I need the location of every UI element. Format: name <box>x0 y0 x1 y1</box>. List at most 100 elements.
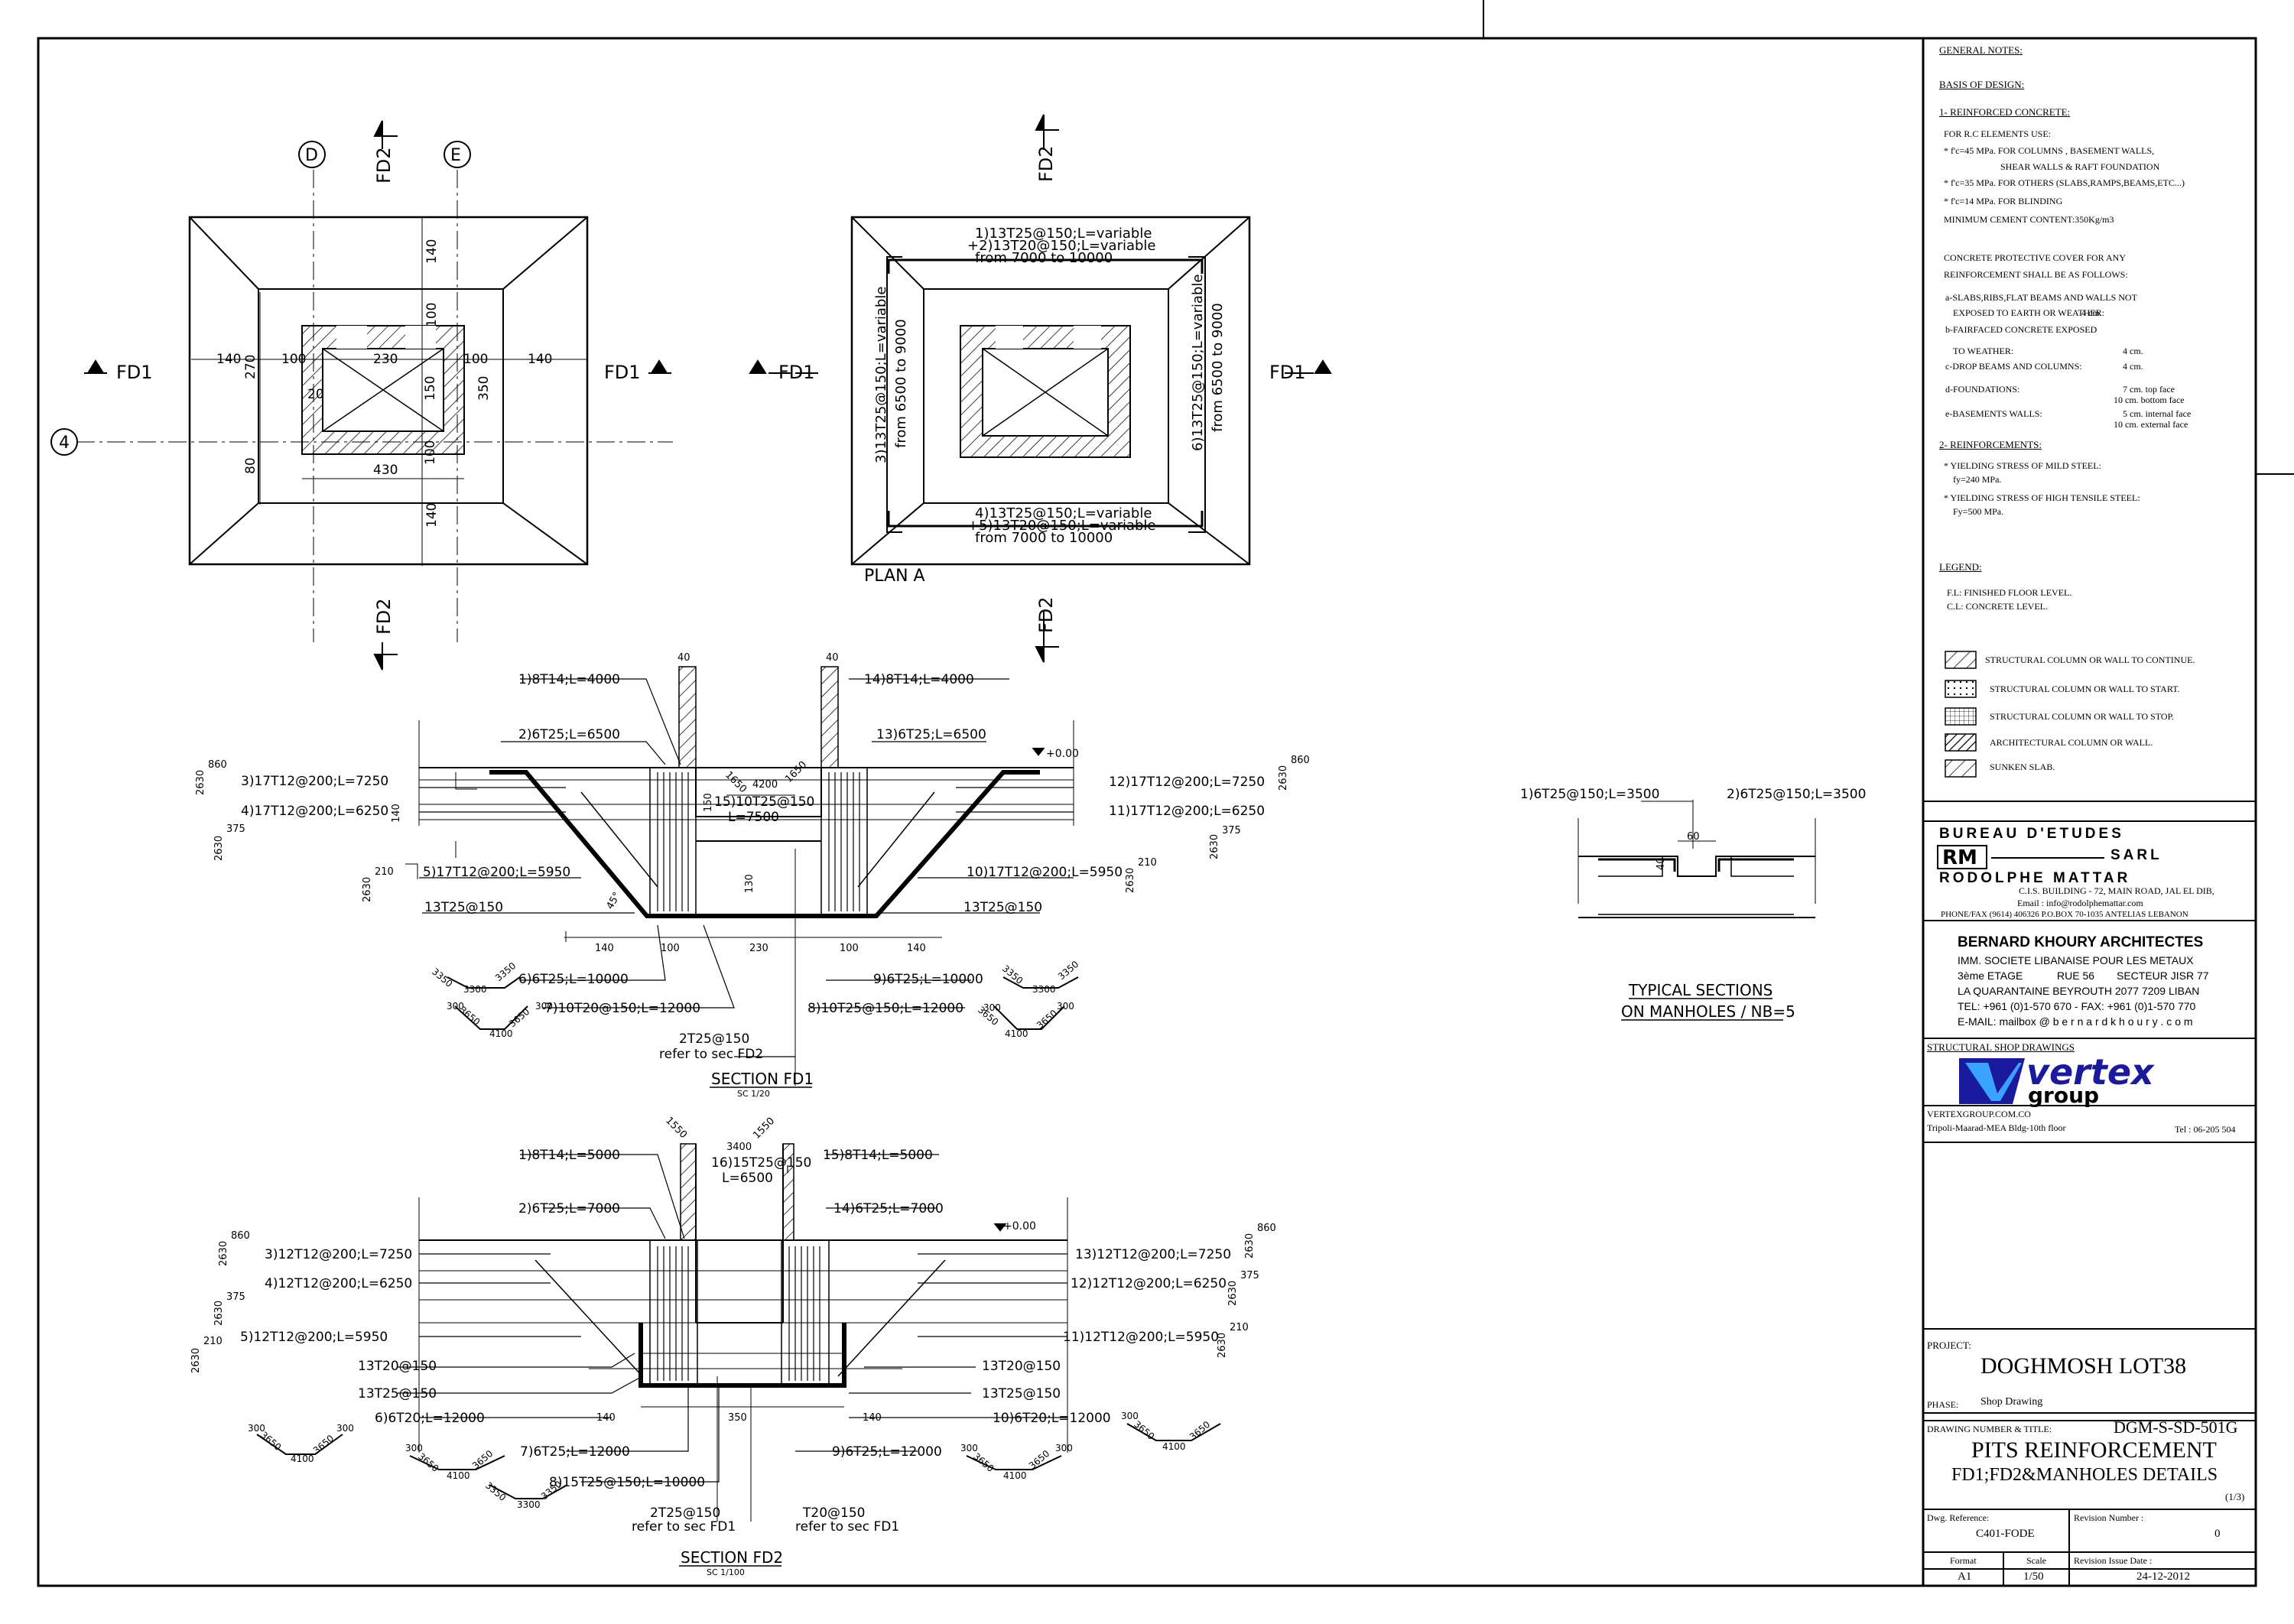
notes-reinf-line: Fy=500 MPa. <box>1953 506 2004 517</box>
cover-item-value: 7 cm. top face <box>2123 384 2175 395</box>
fd2-label-6: 6)6T20;L=12000 <box>375 1411 485 1426</box>
fd1-label-refer: refer to sec FD2 <box>659 1047 763 1062</box>
fd2-dim: 140 <box>596 1412 616 1424</box>
notes-cover-line: REINFORCEMENT SHALL BE AS FOLLOWS: <box>1944 269 2128 280</box>
fd1-label-7: 7)10T20@150;L=12000 <box>544 1001 700 1016</box>
notes-general-heading: GENERAL NOTES: <box>1939 44 2023 56</box>
fd2-label-15: 15)8T14;L=5000 <box>823 1148 933 1163</box>
legend-swatch-stop <box>1945 707 1977 726</box>
architect-line4: TEL: +961 (0)1-570 670 - FAX: +961 (0)1-… <box>1958 1000 2196 1012</box>
date-value: 24-12-2012 <box>2136 1570 2190 1583</box>
svg-text:RM: RM <box>1942 846 1977 869</box>
fd1-bend-dim: 4100 <box>489 1028 513 1039</box>
fd2-bend-dim: 300 <box>405 1443 423 1453</box>
shop-heading: STRUCTURAL SHOP DRAWINGS <box>1927 1041 2075 1053</box>
plan-a <box>749 114 1332 663</box>
drawing-label: DRAWING NUMBER & TITLE: <box>1927 1424 2052 1434</box>
revision-value: 0 <box>2214 1528 2221 1540</box>
fd1-dim: 140 <box>595 943 614 954</box>
notes-rc-line: * f'c=45 MPa. FOR COLUMNS , BASEMENT WAL… <box>1944 145 2155 156</box>
dim-140-left: 140 <box>216 352 241 367</box>
legend-swatch-continue <box>1945 651 1977 669</box>
fd1-label-13a: 13T25@150 <box>424 900 503 915</box>
plan-a-bot-line1: 4)13T25@150;L=variable <box>975 505 1152 521</box>
fd1-bend-dim: 3350 <box>493 960 518 983</box>
fd1-bend-dim: 3650 <box>507 1006 531 1029</box>
bureau-line1: BUREAU D'ETUDES <box>1939 826 2124 842</box>
notes-rc-line: FOR R.C ELEMENTS USE: <box>1944 128 2052 139</box>
fd2-leg: 860 <box>231 1230 250 1242</box>
fd2-label-4: 4)12T12@200;L=6250 <box>265 1276 412 1291</box>
sheet-frame <box>37 0 2294 1587</box>
notes-reinf-line: * YIELDING STRESS OF MILD STEEL: <box>1944 460 2101 471</box>
cover-item-value: 10 cm. bottom face <box>2114 395 2185 405</box>
fd1-label-14: 14)8T14;L=4000 <box>864 672 974 687</box>
fd1-leg-2630: 2630 <box>195 770 206 795</box>
fd2-label-9: 9)6T25;L=12000 <box>832 1444 942 1460</box>
fd2-bend-dim: 300 <box>1121 1411 1139 1421</box>
plan-a-top-line3: from 7000 to 10000 <box>975 250 1113 266</box>
fd2-leg: 2630 <box>1244 1233 1256 1259</box>
dim-140-bottom: 140 <box>424 503 440 528</box>
plan-a-right-line1: 6)13T25@150;L=variable <box>1190 274 1206 451</box>
project-label: PROJECT: <box>1927 1340 1971 1351</box>
plan-left <box>50 120 673 671</box>
fd2-leg: 210 <box>1230 1322 1249 1333</box>
fd1-bend-dim: 300 <box>1057 1001 1074 1012</box>
fd1-label-1: 1)8T14;L=4000 <box>518 672 620 687</box>
architect-line2a: 3ème ETAGE <box>1958 970 2023 982</box>
fd1-leg-2630r: 2630 <box>1125 868 1136 893</box>
fd1-label-6: 6)6T25;L=10000 <box>518 972 629 987</box>
fd2-label-13t20r: 13T20@150 <box>982 1359 1061 1374</box>
notes-rc-heading: 1- REINFORCED CONCRETE: <box>1939 106 2071 118</box>
vertex-logo: vertex group <box>1959 1051 2155 1108</box>
plan-a-cut-fd1-left: FD1 <box>778 362 815 383</box>
fd1-leg-2630r: 2630 <box>1209 834 1220 859</box>
legend-swatch-sunken <box>1945 759 1977 778</box>
fd1-leg-210: 210 <box>375 866 394 878</box>
phase-value: Shop Drawing <box>1980 1396 2043 1408</box>
notes-reinf-line: fy=240 MPa. <box>1953 474 2002 485</box>
plan-a-title: PLAN A <box>864 567 925 586</box>
cover-item-value: 4 cm. <box>2123 361 2143 372</box>
fd2-label-13t25r: 13T25@150 <box>982 1386 1061 1402</box>
scale-label: Scale <box>2026 1555 2046 1566</box>
typical-dim-60: 60 <box>1687 831 1700 843</box>
fd2-bend-dim: 4100 <box>291 1453 314 1464</box>
notes-rc-line: SHEAR WALLS & RAFT FOUNDATION <box>2000 161 2160 172</box>
cover-item-label: b-FAIRFACED CONCRETE EXPOSED <box>1945 324 2097 335</box>
fd1-bend-dim: 300 <box>983 1002 1001 1013</box>
fd2-bend-dim: 3650 <box>311 1433 336 1456</box>
fd1-leg-210r: 210 <box>1138 857 1157 869</box>
fd2-label-16: 16)15T25@150 <box>711 1155 811 1171</box>
fd2-label-14: 14)6T25;L=7000 <box>833 1201 944 1216</box>
bureau-addr2: Email : info@rodolphemattar.com <box>2017 898 2143 908</box>
fd1-bend-dim: 300 <box>535 1001 553 1012</box>
drawing-title-1: PITS REINFORCEMENT <box>1971 1437 2217 1463</box>
date-label: Revision Issue Date : <box>2074 1555 2153 1566</box>
fd1-label-11: 11)17T12@200;L=6250 <box>1109 804 1265 819</box>
shop-web: VERTEXGROUP.COM.CO <box>1927 1109 2031 1119</box>
plan-a-cut-fd1-right: FD1 <box>1269 362 1306 383</box>
fd2-bend-dim: 4100 <box>447 1470 470 1481</box>
plan-a-bot-line2: +5)13T20@150;L=variable <box>967 518 1156 534</box>
plan-a-top-line1: 1)13T25@150;L=variable <box>975 226 1152 242</box>
notes-rc-line: * f'c=35 MPa. FOR OTHERS (SLABS,RAMPS,BE… <box>1944 177 2185 188</box>
fd1-dim: 100 <box>661 943 680 954</box>
dim-100-bottom: 100 <box>423 440 438 465</box>
fd2-bend-dim: 4100 <box>1003 1470 1027 1481</box>
fd2-leg: 2630 <box>218 1241 229 1266</box>
dwg-ref-value: C401-FODE <box>1976 1528 2035 1540</box>
fd2-label-12: 12)12T12@200;L=6250 <box>1071 1276 1227 1291</box>
legend-swatch-arch <box>1945 733 1977 752</box>
legend-item: STRUCTURAL COLUMN OR WALL TO START. <box>1990 684 2180 694</box>
fd1-dim: 1650 <box>723 769 749 795</box>
legend-item: STRUCTURAL COLUMN OR WALL TO STOP. <box>1990 711 2174 722</box>
fd2-title: SECTION FD2 <box>681 1548 783 1567</box>
dim-100-top: 100 <box>424 303 440 327</box>
legend-swatches <box>1945 651 1977 778</box>
fd1-dim: 140 <box>907 943 926 954</box>
format-label: Format <box>1950 1555 1977 1566</box>
fd2-bend-dim: 300 <box>248 1423 265 1434</box>
